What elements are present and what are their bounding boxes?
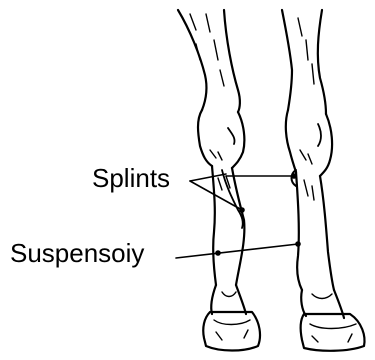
right-knee xyxy=(286,110,332,176)
left-fetlock xyxy=(211,285,246,314)
right-leg xyxy=(282,10,364,351)
splints-label: Splints xyxy=(92,165,170,191)
suspensory-label: Suspensoiy xyxy=(10,240,144,266)
right-forearm xyxy=(282,10,326,114)
right-cannon xyxy=(296,172,334,290)
suspensory-pointer xyxy=(176,242,300,258)
right-hoof xyxy=(301,314,365,351)
suspensory-pointer-line xyxy=(176,244,298,258)
splints-pointer-to-left-knee xyxy=(190,174,226,181)
left-hoof xyxy=(203,312,260,351)
splints-pointer-to-left-leg xyxy=(190,181,242,210)
splints-pointers xyxy=(190,174,296,212)
